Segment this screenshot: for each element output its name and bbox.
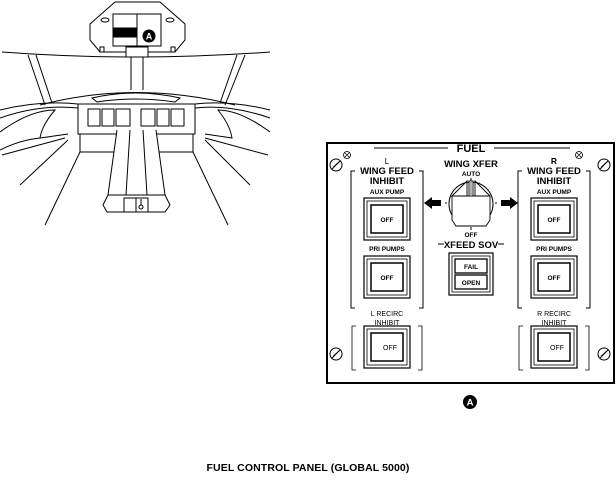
right-recirc-inhibit-button[interactable]: OFF — [530, 325, 578, 369]
left-wing-feed-title: WING FEED — [360, 166, 414, 177]
cockpit-overview — [0, 1, 271, 226]
right-aux-pump-label: AUX PUMP — [537, 189, 572, 196]
left-aux-pump-button[interactable]: OFF — [363, 197, 411, 241]
screw-top-right — [597, 158, 611, 172]
right-pri-pumps-label: PRI PUMPS — [536, 246, 572, 253]
button-legend: OFF — [381, 275, 394, 282]
callout-label: A — [146, 32, 153, 42]
right-recirc-label-line2: INHIBIT — [542, 320, 568, 327]
screw-bottom-right — [597, 347, 611, 361]
right-recirc-label-line1: R RECIRC — [537, 311, 571, 318]
left-pri-pumps-button[interactable]: OFF — [363, 255, 411, 299]
panel-callout-a: A — [463, 395, 477, 409]
left-transfer-arrow-icon — [424, 197, 441, 209]
right-pri-pumps-button[interactable]: OFF — [530, 255, 578, 299]
figure-caption: FUEL CONTROL PANEL (GLOBAL 5000) — [206, 462, 410, 474]
knob-off-label: OFF — [465, 232, 478, 239]
button-legend: OFF — [548, 217, 561, 224]
panel-title: FUEL — [457, 143, 486, 155]
right-transfer-arrow-icon — [501, 197, 518, 209]
callout-label: A — [467, 398, 474, 409]
right-side-label: R — [551, 156, 557, 166]
screw-bottom-left — [329, 347, 343, 361]
button-legend: OFF — [381, 217, 394, 224]
screw-top-left — [329, 158, 343, 172]
xfeed-fail-legend: FAIL — [464, 264, 478, 271]
cockpit-callout-a: A — [142, 29, 156, 43]
right-aux-pump-button[interactable]: OFF — [530, 197, 578, 241]
left-recirc-inhibit-button[interactable]: OFF — [363, 325, 411, 369]
left-recirc-label-line2: INHIBIT — [375, 320, 401, 327]
left-side-label: L — [385, 157, 390, 166]
wing-xfer-rotary-knob[interactable] — [448, 179, 494, 227]
button-legend: OFF — [550, 345, 564, 352]
fuel-control-panel: FUEL L WING FEED INHIBIT AUX PUMP OFF PR… — [326, 142, 615, 384]
button-legend: OFF — [383, 345, 397, 352]
wing-xfer-label: WING XFER — [444, 159, 498, 170]
left-recirc-label-line1: L RECIRC — [371, 311, 403, 318]
left-aux-pump-label: AUX PUMP — [370, 189, 405, 196]
knob-auto-label: AUTO — [462, 171, 480, 178]
right-inhibit-title: INHIBIT — [537, 176, 572, 187]
fastener-left — [343, 151, 351, 159]
right-wing-feed-title: WING FEED — [527, 166, 581, 177]
left-pri-pumps-label: PRI PUMPS — [369, 246, 405, 253]
overhead-fuel-panel-highlight — [113, 27, 137, 38]
button-legend: OFF — [548, 275, 561, 282]
xfeed-open-legend: OPEN — [462, 280, 481, 287]
xfeed-sov-button[interactable]: FAIL OPEN — [448, 252, 494, 296]
fastener-right — [575, 151, 583, 159]
left-inhibit-title: INHIBIT — [370, 176, 405, 187]
xfeed-sov-label: XFEED SOV — [444, 240, 499, 251]
